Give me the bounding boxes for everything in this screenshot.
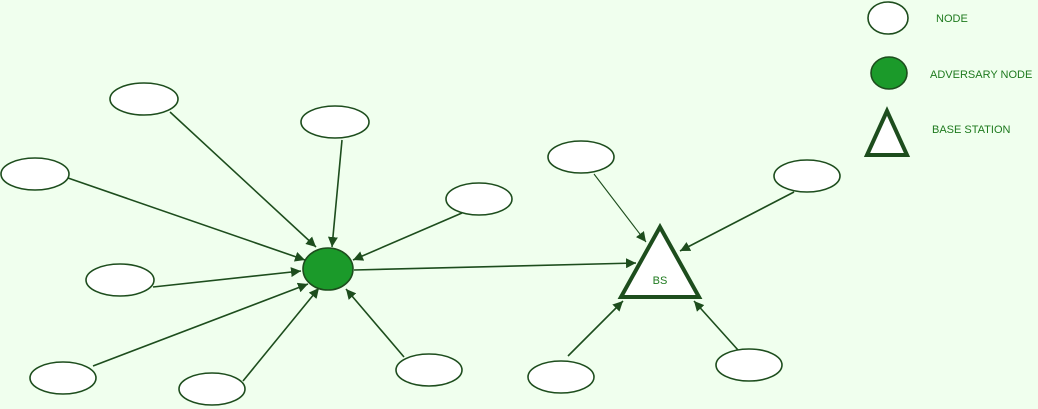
node-9 — [547, 140, 615, 174]
legend: NODE ADVERSARY NODE BASE STATION — [863, 1, 1032, 157]
node-4 — [445, 182, 513, 216]
edge-node-5-to-adversary — [152, 267, 302, 288]
edge-node-3-to-adversary — [67, 177, 306, 262]
legend-node-icon — [867, 1, 909, 35]
edge-node-2-to-adversary — [327, 139, 343, 248]
legend-node-label: NODE — [936, 13, 968, 25]
node-7 — [178, 372, 246, 406]
node-1 — [109, 82, 179, 116]
edge-node-1-to-adversary — [169, 111, 317, 248]
edge-node-10-to-bs — [679, 191, 795, 252]
base-station-triangle — [617, 222, 703, 299]
base-station-label: BS — [653, 275, 668, 287]
edge-node-9-to-bs — [593, 173, 647, 243]
node-12 — [715, 348, 783, 382]
adversary-node — [302, 247, 354, 291]
legend-base-station-icon — [863, 106, 911, 157]
edge-node-11-to-bs — [567, 300, 624, 357]
node-11 — [527, 360, 595, 394]
node-10 — [773, 159, 841, 193]
legend-base-station-label: BASE STATION — [932, 124, 1010, 136]
legend-adversary-label: ADVERSARY NODE — [930, 69, 1032, 81]
edge-adversary-to-bs — [353, 258, 637, 271]
node-6 — [29, 361, 97, 395]
node-8 — [395, 353, 463, 387]
edge-node-4-to-adversary — [352, 212, 463, 261]
edge-node-7-to-adversary — [242, 287, 320, 382]
node-2 — [300, 105, 370, 139]
edge-node-12-to-bs — [693, 300, 739, 351]
edge-node-6-to-adversary — [92, 282, 309, 367]
node-5 — [85, 263, 155, 297]
legend-adversary-icon — [870, 56, 908, 90]
base-station: BS — [617, 222, 703, 299]
node-3 — [0, 157, 70, 191]
edge-node-8-to-adversary — [345, 288, 405, 358]
